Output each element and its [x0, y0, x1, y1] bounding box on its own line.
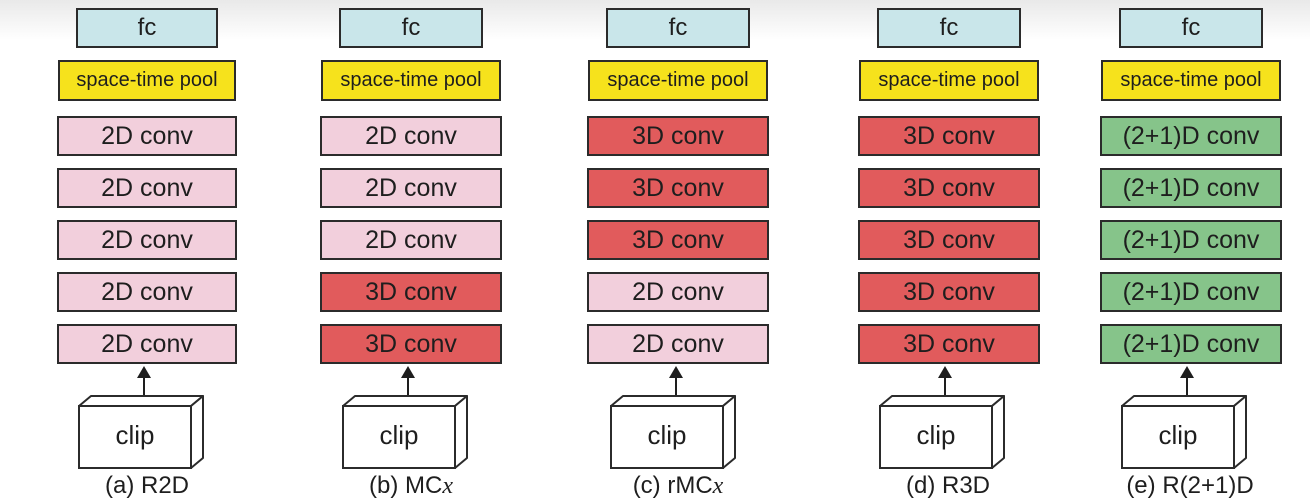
- arrow-head: [137, 366, 151, 378]
- space-time-pool-layer: space-time pool: [588, 60, 768, 101]
- fc-layer: fc: [339, 8, 483, 48]
- conv-layer-21d: (2+1)D conv: [1100, 168, 1282, 208]
- clip-top-face: [78, 395, 204, 407]
- conv-layer-3d: 3D conv: [320, 324, 502, 364]
- conv-layer-2d: 2D conv: [57, 116, 237, 156]
- conv-layer-21d: (2+1)D conv: [1100, 220, 1282, 260]
- arrow-shaft: [944, 376, 946, 396]
- caption-text: (b) MC: [369, 472, 443, 499]
- arrow-shaft: [1186, 376, 1188, 396]
- caption-text: (c) rMC: [632, 472, 713, 499]
- clip-side-face: [190, 395, 204, 469]
- clip-front-face: [78, 405, 192, 469]
- clip-front-face: [610, 405, 724, 469]
- fc-layer: fc: [76, 8, 218, 48]
- caption-r2d: (a) R2D: [47, 472, 247, 500]
- clip-top-face: [879, 395, 1005, 407]
- conv-layer-2d: 2D conv: [57, 220, 237, 260]
- space-time-pool-layer: space-time pool: [1101, 60, 1281, 101]
- clip-top-face: [610, 395, 736, 407]
- conv-layer-3d: 3D conv: [587, 220, 769, 260]
- clip-top-face: [1121, 395, 1247, 407]
- caption-rmcx: (c) rMCx: [578, 472, 778, 500]
- conv-layer-3d: 3D conv: [858, 220, 1040, 260]
- column-r3d: fc space-time pool 3D conv 3D conv 3D conv 3D…: [848, 0, 1048, 503]
- column-rmcx: fc space-time pool 3D conv 3D conv 3D conv 2D…: [578, 0, 778, 503]
- conv-layer-2d: 2D conv: [57, 324, 237, 364]
- conv-layer-3d: 3D conv: [587, 168, 769, 208]
- conv-layer-2d: 2D conv: [320, 220, 502, 260]
- clip-cube-icon: [610, 395, 736, 469]
- arrow-head: [401, 366, 415, 378]
- conv-layer-3d: 3D conv: [858, 168, 1040, 208]
- caption-text: (a) R2D: [104, 472, 189, 499]
- up-arrow-icon: [1180, 366, 1194, 396]
- fc-layer: fc: [606, 8, 750, 48]
- conv-layer-2d: 2D conv: [320, 116, 502, 156]
- clip-front-face: [342, 405, 456, 469]
- arrow-shaft: [143, 376, 145, 396]
- clip-label: clip: [647, 420, 687, 450]
- conv-layer-3d: 3D conv: [587, 116, 769, 156]
- space-time-pool-layer: space-time pool: [321, 60, 501, 101]
- clip-cube-icon: [78, 395, 204, 469]
- caption-r3d: (d) R3D: [848, 472, 1048, 500]
- clip-front-face: [1121, 405, 1235, 469]
- arrow-shaft: [407, 376, 409, 396]
- caption-variable: x: [442, 473, 453, 499]
- clip-cube-icon: [879, 395, 1005, 469]
- arrow-head: [669, 366, 683, 378]
- conv-layer-3d: 3D conv: [858, 324, 1040, 364]
- clip-side-face: [722, 395, 736, 469]
- conv-layer-3d: 3D conv: [320, 272, 502, 312]
- clip-label: clip: [379, 420, 419, 450]
- conv-layer-21d: (2+1)D conv: [1100, 272, 1282, 312]
- column-r21d: fc space-time pool (2+1)D conv (2+1)D conv (…: [1090, 0, 1290, 503]
- clip-side-face: [454, 395, 468, 469]
- clip-side-face: [1233, 395, 1247, 469]
- up-arrow-icon: [137, 366, 151, 396]
- clip-label: clip: [115, 420, 155, 450]
- column-r2d: fc space-time pool 2D conv 2D conv 2D conv 2D…: [47, 0, 247, 503]
- conv-layer-3d: 3D conv: [858, 272, 1040, 312]
- clip-front-face: [879, 405, 993, 469]
- caption-text: (d) R3D: [905, 472, 990, 499]
- up-arrow-icon: [669, 366, 683, 396]
- arrow-head: [1180, 366, 1194, 378]
- caption-r21d: (e) R(2+1)D: [1090, 472, 1290, 500]
- space-time-pool-layer: space-time pool: [58, 60, 236, 101]
- conv-layer-2d: 2D conv: [587, 272, 769, 312]
- conv-layer-21d: (2+1)D conv: [1100, 324, 1282, 364]
- conv-layer-2d: 2D conv: [587, 324, 769, 364]
- arrow-head: [938, 366, 952, 378]
- up-arrow-icon: [938, 366, 952, 396]
- space-time-pool-layer: space-time pool: [859, 60, 1039, 101]
- conv-layer-2d: 2D conv: [57, 272, 237, 312]
- clip-label: clip: [1158, 420, 1198, 450]
- caption-text: (e) R(2+1)D: [1126, 472, 1254, 499]
- conv-layer-2d: 2D conv: [57, 168, 237, 208]
- caption-mcx: (b) MCx: [311, 472, 511, 500]
- conv-layer-21d: (2+1)D conv: [1100, 116, 1282, 156]
- conv-layer-3d: 3D conv: [858, 116, 1040, 156]
- clip-top-face: [342, 395, 468, 407]
- column-mcx: fc space-time pool 2D conv 2D conv 2D conv 3D…: [311, 0, 511, 503]
- conv-layer-2d: 2D conv: [320, 168, 502, 208]
- clip-cube-icon: [342, 395, 468, 469]
- fc-layer: fc: [1119, 8, 1263, 48]
- up-arrow-icon: [401, 366, 415, 396]
- clip-label: clip: [916, 420, 956, 450]
- caption-variable: x: [712, 473, 724, 499]
- arrow-shaft: [675, 376, 677, 396]
- clip-side-face: [991, 395, 1005, 469]
- fc-layer: fc: [877, 8, 1021, 48]
- clip-cube-icon: [1121, 395, 1247, 469]
